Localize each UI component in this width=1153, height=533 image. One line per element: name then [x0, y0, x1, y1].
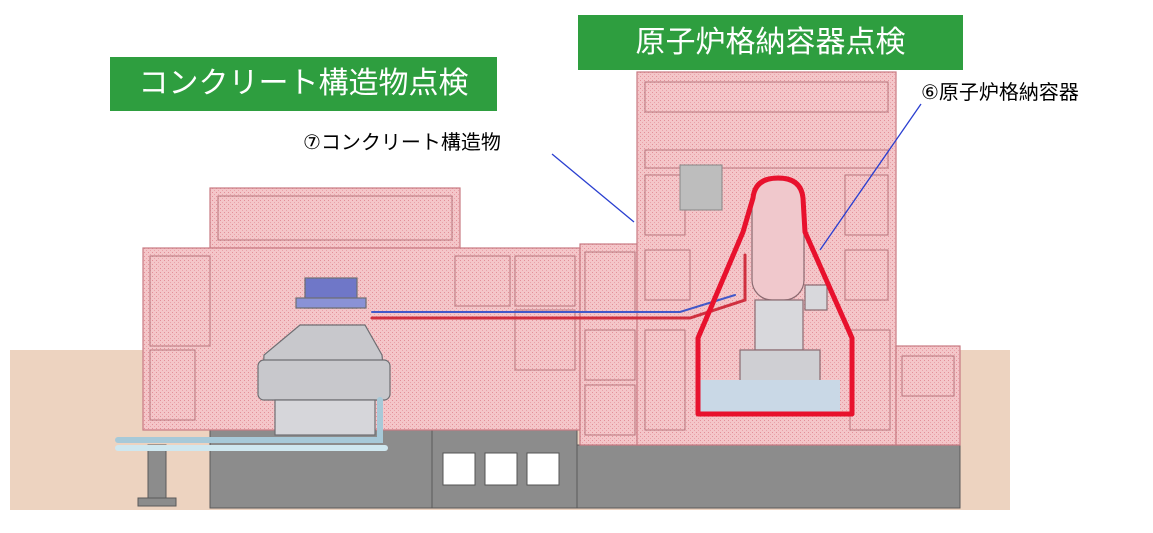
piping: [115, 253, 747, 451]
concrete-structure-label: ⑦コンクリート構造物: [303, 130, 501, 154]
foundation-openings: [442, 452, 560, 486]
fuel-pool: [679, 164, 723, 211]
pcv-label: ⑥原子炉格納容器: [921, 80, 1079, 104]
leader-line-concrete: [551, 153, 635, 223]
reactor-vessel: [700, 179, 840, 412]
turbine-generator: [257, 277, 391, 436]
concrete-inspection-banner: コンクリート構造物点検: [110, 57, 497, 111]
pcv-inspection-banner: 原子炉格納容器点検: [578, 15, 963, 70]
foundation: [137, 429, 961, 509]
leader-line-pcv: [819, 103, 922, 251]
pcv-outline: [695, 175, 855, 417]
